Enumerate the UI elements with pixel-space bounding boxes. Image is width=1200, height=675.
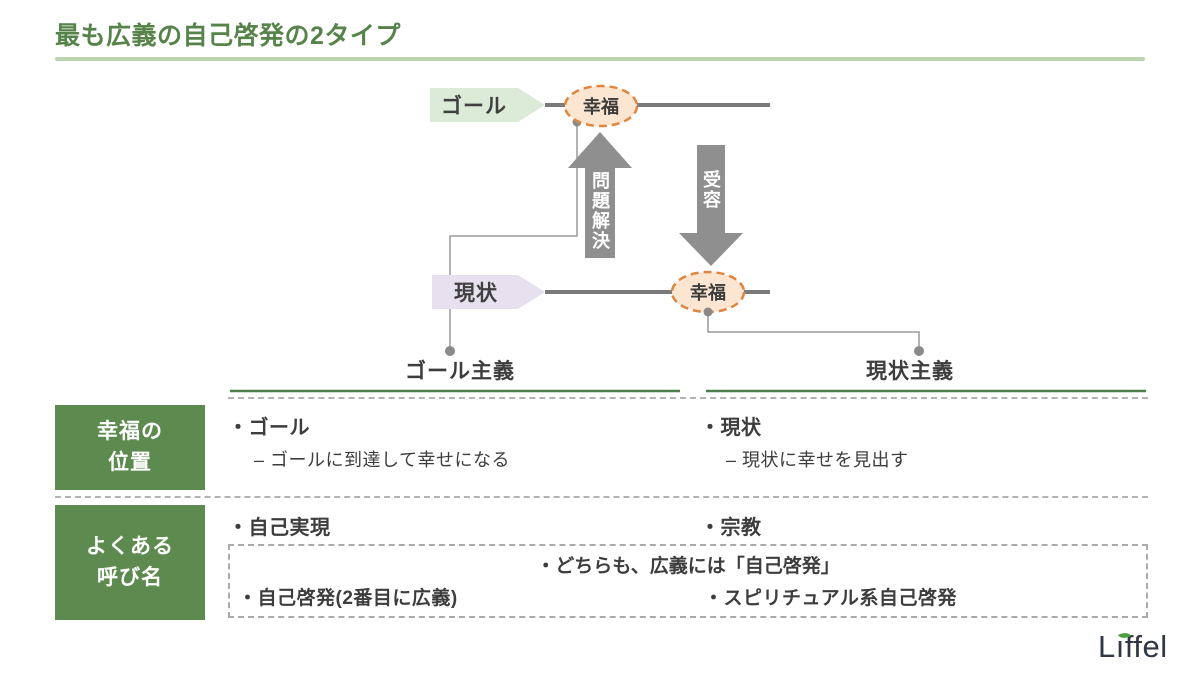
logo-letter-l: L	[1098, 629, 1116, 664]
table-row-dashed-divider	[55, 496, 1148, 498]
liffel-logo: Lıffel	[1098, 629, 1168, 665]
presentism-name-item: ・宗教	[700, 517, 762, 539]
problem-solving-arrow-label: 問題解決	[590, 171, 610, 251]
current-pentagon-label: 現状	[454, 282, 498, 305]
presentism-happiness-item: ・現状	[700, 417, 762, 439]
goalism-happiness-detail: – ゴールに到達して幸せになる	[254, 450, 510, 470]
acceptance-arrow-label: 受容	[701, 170, 721, 210]
presentism-column-header: 現状主義	[866, 360, 954, 383]
logo-letters-ffel: ffel	[1124, 629, 1168, 664]
title-underline	[55, 57, 1145, 61]
row-header-line1: よくある	[86, 535, 174, 559]
row-header-common-names: よくある 呼び名	[55, 505, 205, 620]
current-happiness-label: 幸福	[690, 283, 726, 303]
goalism-column-header: ゴール主義	[405, 360, 515, 383]
shared-names-note: ・どちらも、広義には「自己啓発」	[536, 556, 840, 577]
row-header-line2: 呼び名	[97, 565, 163, 589]
row-header-line1: 幸福の	[97, 420, 163, 444]
table-top-dashed-divider	[228, 397, 1148, 399]
row-header-happiness-position: 幸福の 位置	[55, 405, 205, 490]
row-header-line2: 位置	[108, 450, 152, 474]
logo-letter-i: ı	[1115, 629, 1125, 664]
presentism-sub-name-item: ・スピリチュアル系自己啓発	[704, 588, 957, 609]
page-title: 最も広義の自己啓発の2タイプ	[55, 22, 401, 50]
presentism-connector-line	[707, 312, 920, 346]
goalism-connector-line	[449, 122, 578, 346]
goalism-happiness-item: ・ゴール	[228, 417, 310, 439]
goal-pentagon-label: ゴール	[441, 95, 507, 118]
shared-names-dashed-box	[228, 544, 1148, 618]
presentism-happiness-detail: – 現状に幸せを見出す	[726, 450, 909, 470]
goal-happiness-label: 幸福	[583, 97, 619, 117]
goalism-sub-name-item: ・自己啓発(2番目に広義)	[238, 588, 458, 609]
goalism-name-item: ・自己実現	[228, 517, 331, 539]
